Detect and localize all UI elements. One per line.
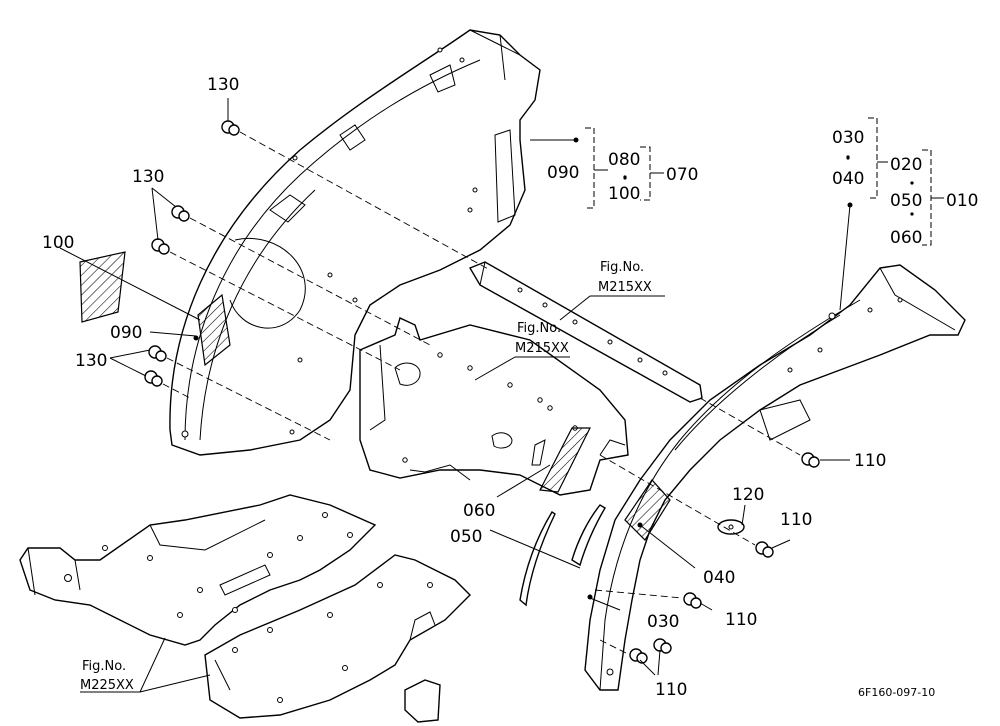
lower-bracket	[404, 679, 441, 723]
label-030-right: 030	[647, 612, 679, 632]
label-040-top: 040	[832, 169, 864, 189]
label-040-right: 040	[703, 568, 735, 588]
label-050-center: 050	[450, 527, 482, 547]
decal-100	[79, 251, 126, 323]
right-fender	[584, 264, 966, 691]
fig-ref-m225: M225XX	[80, 678, 134, 693]
label-130-b: 130	[132, 167, 164, 187]
label-110-c: 110	[725, 610, 757, 630]
ref-dot-040	[637, 522, 643, 528]
bolt-130-a	[221, 120, 240, 136]
bolt-130-d	[148, 345, 167, 362]
fig-ref-m215-b: M215XX	[515, 341, 569, 356]
label-030-top: 030	[832, 128, 864, 148]
label-090-left: 090	[110, 323, 142, 343]
drawing-code: 6F160-097-10	[858, 686, 935, 699]
figure-references: Fig.No. M215XX Fig.No. M215XX Fig.No. M2…	[80, 260, 652, 693]
label-separators	[623, 156, 850, 180]
bolt-110-e	[629, 648, 648, 664]
bracket-group-010	[846, 117, 944, 246]
label-130-c: 130	[75, 351, 107, 371]
decal-060	[539, 427, 591, 493]
fig-ref-m215-a: M215XX	[598, 280, 652, 295]
floor-plate-rear	[204, 554, 471, 719]
ref-dot-090	[573, 137, 579, 143]
label-110-b: 110	[780, 510, 812, 530]
decal-040-right	[624, 479, 671, 541]
floor-plate-front	[19, 494, 377, 646]
fig-ref-label-b: Fig.No.	[517, 321, 561, 336]
fig-ref-label-c: Fig.No.	[82, 659, 126, 674]
fig-ref-label-a: Fig.No.	[600, 260, 644, 275]
bolt-110-a	[801, 452, 820, 468]
label-090-top: 090	[547, 163, 579, 183]
bolt-110-c	[683, 592, 702, 609]
label-060-center: 060	[463, 501, 495, 521]
bolt-110-b	[755, 541, 774, 558]
strip-030	[571, 504, 606, 567]
bolt-110-d	[653, 638, 672, 654]
label-020: 020	[890, 155, 922, 175]
ref-dot-030	[587, 594, 593, 600]
assembly-lines	[162, 131, 801, 656]
part-labels: 030 040 020 050 060 010 090 080 100 070 …	[42, 75, 978, 700]
bolt-130-c	[151, 238, 170, 255]
decal-090-left	[197, 293, 231, 367]
bolt-130-b	[171, 205, 190, 222]
strip-050	[519, 511, 556, 607]
left-fender	[169, 29, 541, 456]
label-050-top: 050	[890, 191, 922, 211]
label-010: 010	[946, 191, 978, 211]
ref-dot-090-left	[193, 335, 199, 341]
label-080: 080	[608, 150, 640, 170]
label-060-top: 060	[890, 228, 922, 248]
label-100-left: 100	[42, 233, 74, 253]
label-130-a: 130	[207, 75, 239, 95]
leader-lines	[59, 98, 851, 693]
label-100-top: 100	[608, 184, 640, 204]
label-110-a: 110	[854, 451, 886, 471]
label-070: 070	[666, 165, 698, 185]
bolt-130-e	[144, 370, 163, 387]
ref-dot-010	[847, 202, 853, 208]
label-120: 120	[732, 485, 764, 505]
support-bar	[468, 261, 703, 403]
label-110-d: 110	[655, 680, 687, 700]
